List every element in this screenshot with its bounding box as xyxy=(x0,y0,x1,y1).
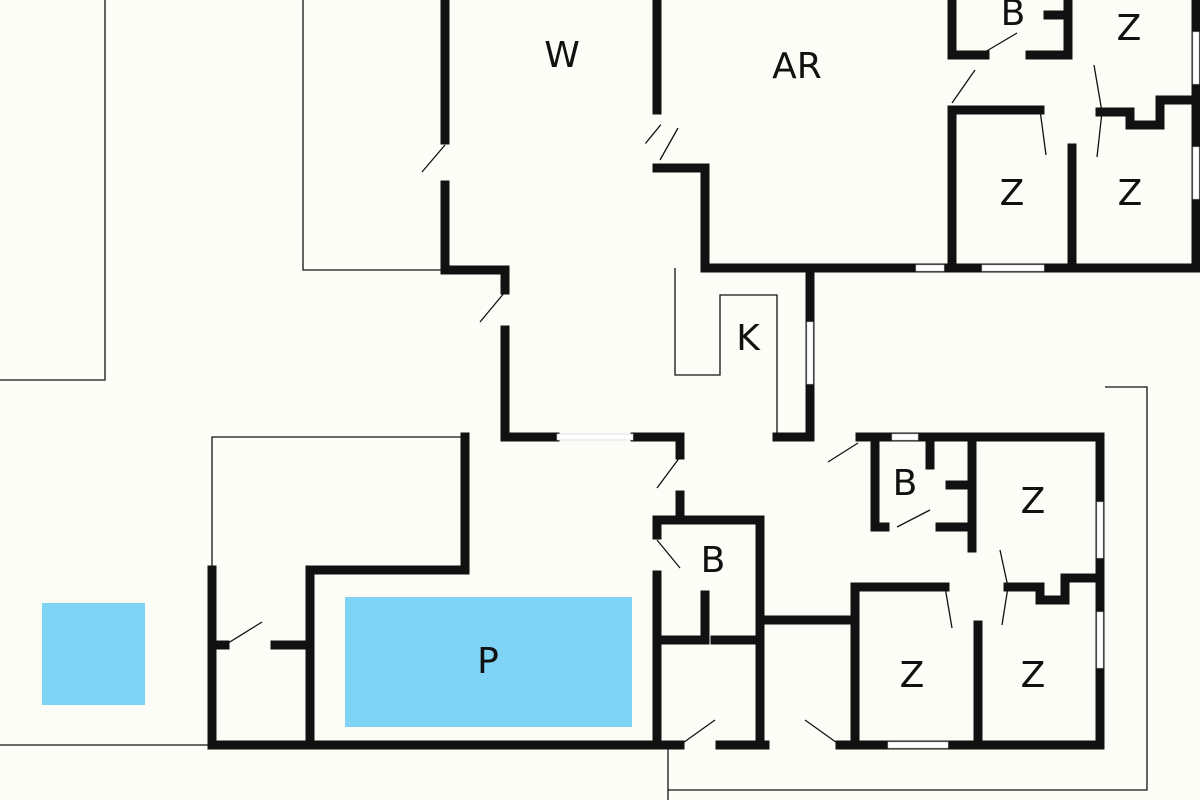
room-label-k: K xyxy=(736,318,761,359)
room-labels: W AR B Z Z Z K B Z B P Z Z xyxy=(477,0,1142,696)
pool xyxy=(345,597,632,727)
outline-lines xyxy=(0,0,1148,800)
room-label-b: B xyxy=(893,463,918,504)
room-label-p: P xyxy=(477,641,499,682)
windows xyxy=(556,31,1200,749)
door-swings xyxy=(224,32,1103,746)
pools xyxy=(42,597,632,727)
room-label-z: Z xyxy=(1021,481,1046,522)
room-label-b: B xyxy=(701,540,726,581)
room-label-z: Z xyxy=(1117,8,1142,49)
room-label-ar: AR xyxy=(772,46,822,87)
room-label-w: W xyxy=(544,35,580,76)
room-label-z: Z xyxy=(1118,173,1143,214)
room-label-z: Z xyxy=(1000,173,1025,214)
small-pool xyxy=(42,603,145,705)
room-label-z: Z xyxy=(1021,655,1046,696)
room-label-b: B xyxy=(1001,0,1026,34)
room-label-z: Z xyxy=(900,655,925,696)
